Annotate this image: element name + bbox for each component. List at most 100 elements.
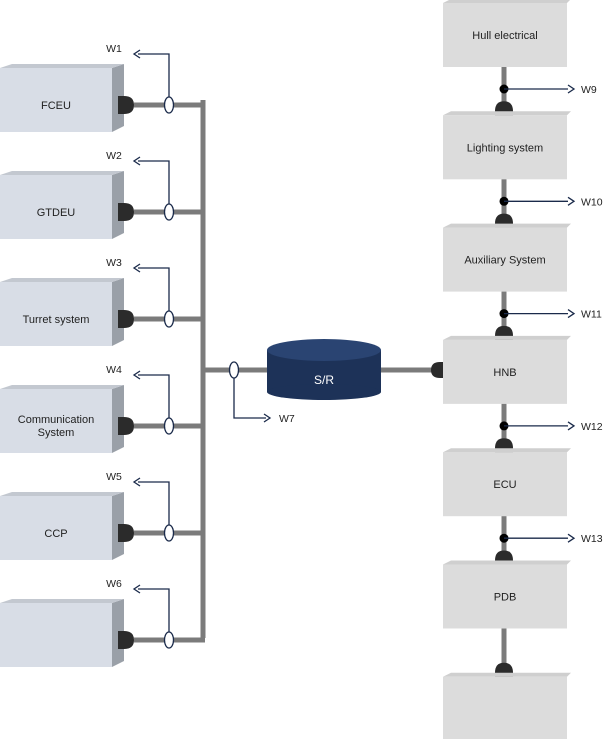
signal-line <box>138 53 170 97</box>
connector-icon <box>118 417 134 435</box>
arrow-head <box>132 584 141 594</box>
signal-line <box>138 160 170 204</box>
arrow-head <box>567 84 576 94</box>
measure-point <box>163 417 175 435</box>
connector-icon <box>118 203 134 221</box>
connector-icon <box>118 96 134 114</box>
connector-icon <box>431 362 446 378</box>
signal-line <box>138 374 170 418</box>
arrow-head <box>132 477 141 487</box>
right-unit-top <box>443 672 571 677</box>
left-unit-front <box>0 282 112 346</box>
right-unit <box>443 672 571 739</box>
unit-label: Auxiliary System <box>464 255 545 267</box>
signal-line <box>233 378 266 419</box>
right-unit-top <box>443 448 571 453</box>
left-unit-front <box>0 175 112 239</box>
wire-label: W11 <box>581 309 602 321</box>
left-unit-front <box>0 68 112 132</box>
measure-point <box>163 631 175 649</box>
wire-label: W2 <box>106 150 122 162</box>
wire-label: W9 <box>581 84 597 96</box>
unit-label: Lighting system <box>467 142 543 154</box>
left-unit-top <box>0 64 124 68</box>
signal-line <box>138 267 170 311</box>
signal-line <box>138 588 170 632</box>
unit-label: CCP <box>44 528 67 540</box>
right-unit: PDB <box>443 560 571 677</box>
hub-bottom <box>267 384 381 400</box>
wire-label: W13 <box>581 533 603 545</box>
arrow-head <box>132 156 141 166</box>
left-unit-front <box>0 496 112 560</box>
measure-point <box>163 524 175 542</box>
wire-label: W7 <box>279 413 295 425</box>
right-unit-box <box>443 115 567 180</box>
measure-point <box>163 203 175 221</box>
arrow-head <box>567 533 576 543</box>
left-unit-top <box>0 278 124 282</box>
wire-label: W5 <box>106 471 122 483</box>
wire-label: W3 <box>106 257 122 269</box>
measure-point <box>163 310 175 328</box>
unit-label: PDB <box>494 592 517 604</box>
connector-icon <box>118 631 134 649</box>
wire-label: W4 <box>106 364 122 376</box>
arrow-head <box>567 309 576 319</box>
unit-label: Turret system <box>23 314 90 326</box>
left-unit-top <box>0 492 124 496</box>
right-unit-box <box>443 564 567 629</box>
unit-label: HNB <box>493 367 516 379</box>
measure-point <box>228 361 240 379</box>
right-unit-top <box>443 0 570 3</box>
right-unit-box <box>443 339 567 404</box>
wire-label: W1 <box>106 43 122 55</box>
wire-label: W12 <box>581 421 603 433</box>
right-unit-top <box>443 111 571 116</box>
right-unit-top <box>443 560 571 565</box>
left-unit: W6 <box>0 578 205 667</box>
arrow-head <box>132 370 141 380</box>
unit-label: Hull electrical <box>472 30 537 42</box>
right-unit-top <box>443 223 571 228</box>
arrow-head <box>567 196 576 206</box>
arrow-head <box>567 421 576 431</box>
connector-icon <box>118 310 134 328</box>
arrow-head <box>132 263 141 273</box>
wire-label: W6 <box>106 578 122 590</box>
hub-label: S/R <box>314 373 334 387</box>
left-unit-top <box>0 171 124 175</box>
measure-point <box>163 96 175 114</box>
hub-top <box>267 339 381 361</box>
right-unit-box <box>443 227 567 292</box>
left-unit-top <box>0 599 124 603</box>
right-unit-top <box>443 335 571 340</box>
right-unit-box <box>443 452 567 517</box>
unit-label: FCEU <box>41 100 71 112</box>
right-unit-box <box>443 3 567 67</box>
wire-label: W10 <box>581 196 603 208</box>
unit-label: GTDEU <box>37 207 76 219</box>
left-unit-front <box>0 389 112 453</box>
left-unit-front <box>0 603 112 667</box>
right-unit: ECU W13 <box>443 448 603 565</box>
right-unit: HNB W12 <box>443 335 603 453</box>
signal-line <box>138 481 170 525</box>
right-unit-box <box>443 676 567 739</box>
arrow-head <box>132 49 141 59</box>
arrow-head <box>263 413 272 423</box>
connector-icon <box>118 524 134 542</box>
unit-label: ECU <box>493 479 516 491</box>
